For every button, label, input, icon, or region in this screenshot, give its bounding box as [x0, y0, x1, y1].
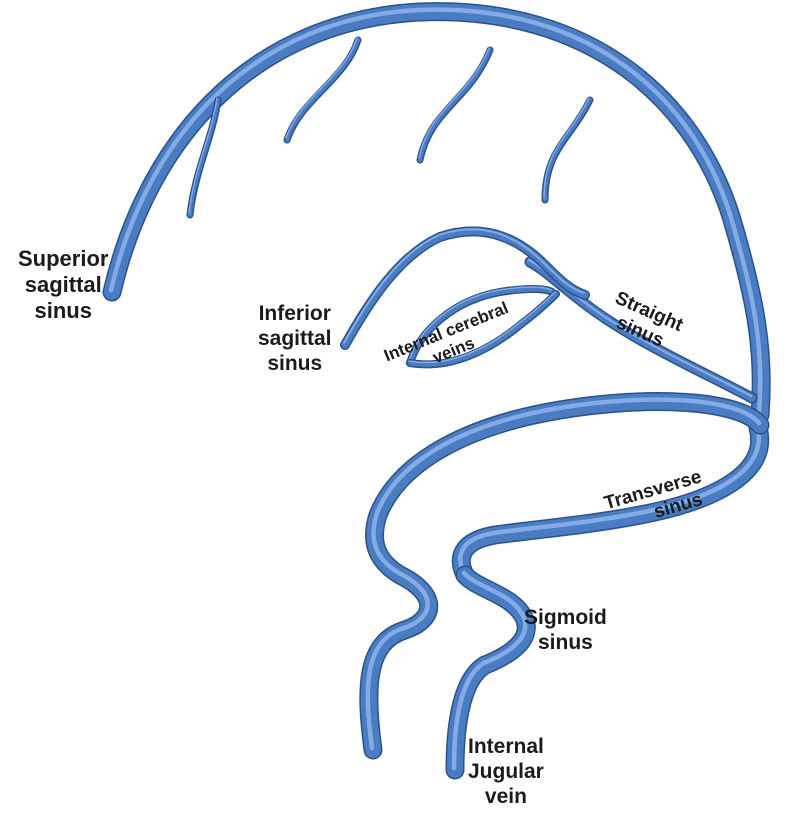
label-internal-jugular-vein-line-3: vein [468, 785, 544, 810]
label-superior-sagittal-sinus-line-2: sagittal [18, 272, 108, 298]
label-inferior-sagittal-sinus-line-1: Inferior [258, 302, 332, 327]
label-sigmoid-sinus-line-2: sinus [524, 631, 607, 656]
label-superior-sagittal-sinus-line-1: Superior [18, 246, 108, 272]
label-superior-sagittal-sinus-line-3: sinus [18, 298, 108, 324]
label-sigmoid-sinus: Sigmoid sinus [524, 606, 607, 656]
label-inferior-sagittal-sinus-line-3: sinus [258, 352, 332, 377]
label-internal-jugular-vein-line-2: Jugular [468, 760, 544, 785]
label-sigmoid-sinus-line-1: Sigmoid [524, 606, 607, 631]
label-inferior-sagittal-sinus-line-2: sagittal [258, 327, 332, 352]
label-inferior-sagittal-sinus: Inferior sagittal sinus [258, 302, 332, 376]
label-superior-sagittal-sinus: Superior sagittal sinus [18, 246, 108, 324]
label-internal-jugular-vein-line-1: Internal [468, 735, 544, 760]
cortical-vein-4 [545, 100, 590, 200]
label-internal-jugular-vein: Internal Jugular vein [468, 735, 544, 809]
